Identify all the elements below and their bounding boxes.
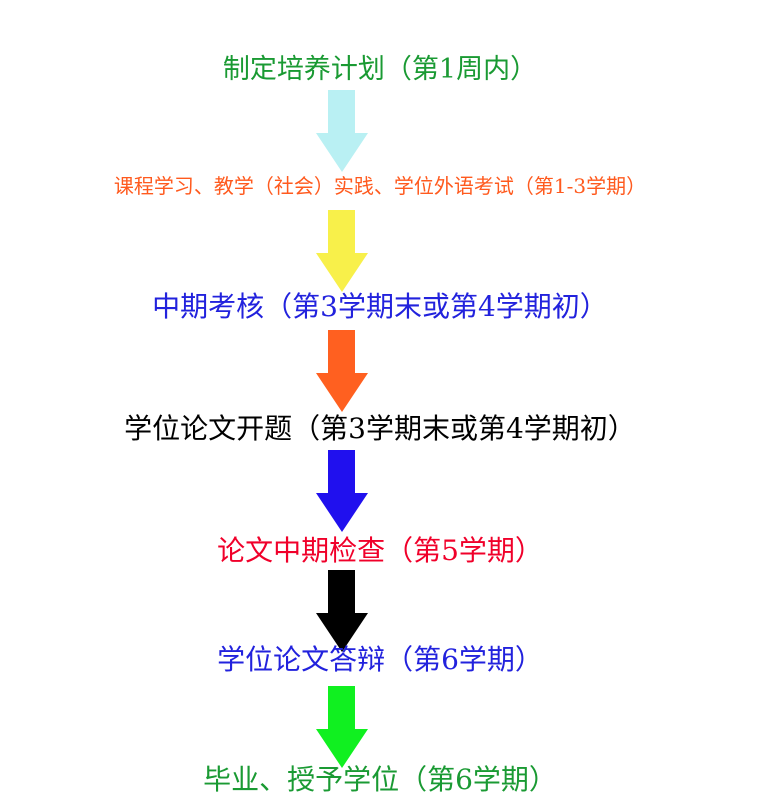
arrow-down-icon — [316, 570, 368, 652]
arrow-down-icon — [316, 686, 368, 768]
step-7: 毕业、授予学位（第6学期） — [203, 763, 557, 796]
arrow-down-icon — [316, 450, 368, 532]
arrow-down-icon — [316, 330, 368, 412]
arrow-down-icon — [316, 210, 368, 292]
step-4: 学位论文开题（第3学期末或第4学期初） — [124, 412, 636, 445]
step-2: 课程学习、教学（社会）实践、学位外语考试（第1-3学期） — [113, 174, 647, 198]
step-1: 制定培养计划（第1周内） — [222, 54, 538, 85]
step-6: 学位论文答辩（第6学期） — [217, 643, 543, 676]
step-5: 论文中期检查（第5学期） — [217, 534, 543, 567]
step-3: 中期考核（第3学期末或第4学期初） — [152, 290, 608, 323]
arrow-down-icon — [316, 90, 368, 172]
